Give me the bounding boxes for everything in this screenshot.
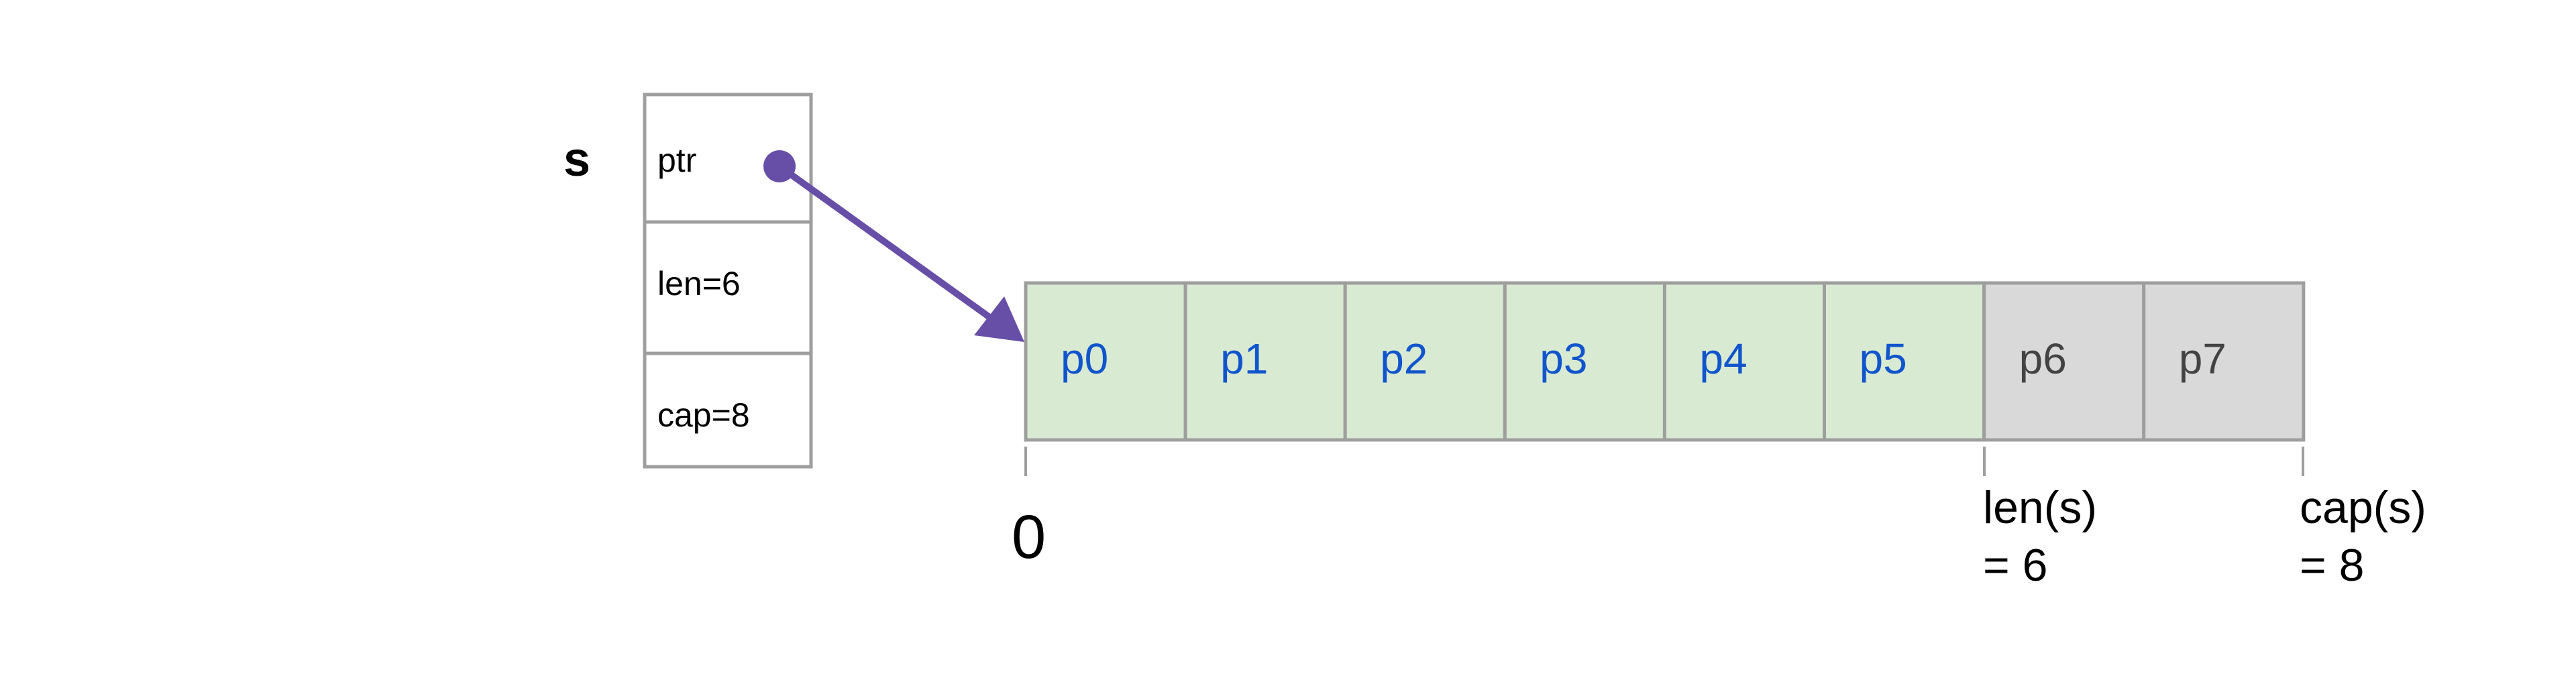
header-field-len: len=6 xyxy=(657,265,741,302)
backing-array: p0 p1 p2 p3 p4 p5 p6 p7 xyxy=(1024,281,2306,442)
pointer-arrow-line xyxy=(776,163,998,324)
array-cell-label: p7 xyxy=(2179,335,2226,383)
header-field-ptr: ptr xyxy=(657,141,696,179)
marker-zero: 0 xyxy=(1012,503,1046,571)
marker-cap-label: cap(s) xyxy=(2300,482,2426,533)
pointer-arrow xyxy=(763,150,1024,342)
array-cell-label: p6 xyxy=(2019,335,2067,383)
array-cell-box xyxy=(1662,281,1826,442)
array-cell-box xyxy=(1982,281,2146,442)
array-cell-label: p3 xyxy=(1540,335,1587,383)
array-cell-label: p1 xyxy=(1220,335,1268,383)
header-field-len-box xyxy=(643,220,813,355)
array-cell-box xyxy=(2142,281,2306,442)
header-field-cap-box xyxy=(643,351,813,469)
array-cell-label: p2 xyxy=(1380,335,1428,383)
array-cell-box xyxy=(1343,281,1507,442)
variable-name: s xyxy=(564,133,590,186)
array-cell-label: p4 xyxy=(1699,335,1747,383)
array-cell-label: p0 xyxy=(1061,335,1108,383)
array-cell-box xyxy=(1823,281,1986,442)
array-cell-label: p5 xyxy=(1860,335,1907,383)
marker-len-value: = 6 xyxy=(1983,540,2047,591)
pointer-dot xyxy=(763,150,796,182)
array-cell-box xyxy=(1503,281,1666,442)
index-markers: 0 len(s) = 6 cap(s) = 8 xyxy=(1012,447,2426,591)
marker-cap-value: = 8 xyxy=(2300,540,2364,591)
marker-len-label: len(s) xyxy=(1983,482,2097,533)
slice-header: ptr len=6 cap=8 xyxy=(643,93,813,469)
pointer-arrowhead xyxy=(974,296,1024,342)
array-cell-box xyxy=(1183,281,1347,442)
header-field-cap: cap=8 xyxy=(657,396,750,434)
